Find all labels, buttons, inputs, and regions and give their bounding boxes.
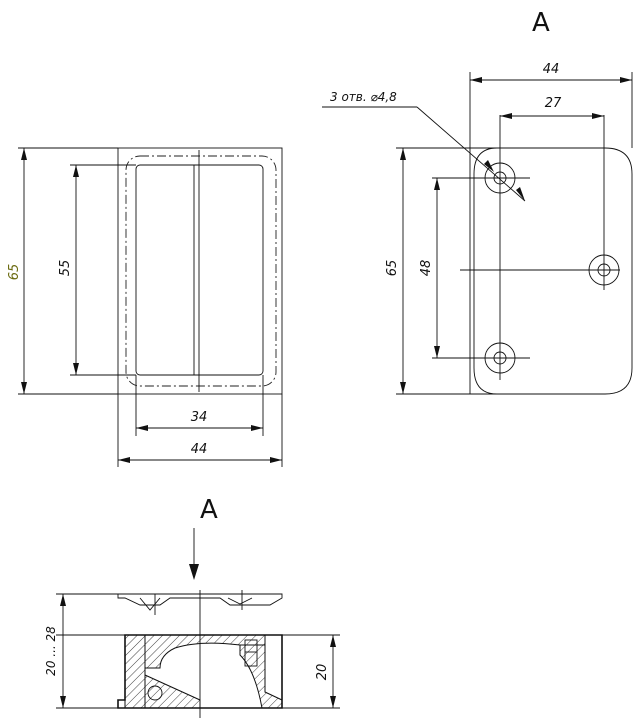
section-dim-20: 20 <box>315 664 330 681</box>
section-dim-adjust: 20 ... 28 <box>44 626 58 676</box>
view-a: 44 27 65 48 3 отв. ⌀4,8 <box>322 62 633 395</box>
front-dim-55: 55 <box>58 260 73 277</box>
front-dim-44: 44 <box>191 442 208 457</box>
view-a-label: A <box>532 8 550 38</box>
view-a-dim-27: 27 <box>545 96 562 111</box>
holes-callout: 3 отв. ⌀4,8 <box>330 90 397 104</box>
section-view: A 20 ... 28 <box>44 495 340 718</box>
front-view: 65 55 34 44 <box>7 147 283 467</box>
front-dim-65: 65 <box>7 264 22 281</box>
view-a-dim-48: 48 <box>419 260 434 277</box>
section-a-label: A <box>200 495 218 525</box>
view-a-dim-44: 44 <box>543 62 560 77</box>
front-dim-34: 34 <box>191 410 208 425</box>
view-a-dim-65: 65 <box>385 260 400 277</box>
